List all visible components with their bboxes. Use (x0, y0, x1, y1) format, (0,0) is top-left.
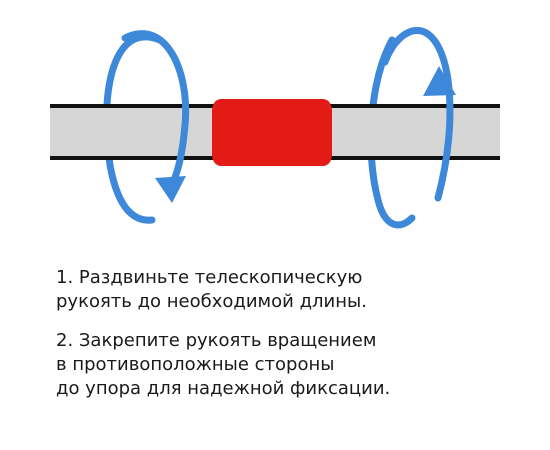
right-arrowhead-icon (423, 66, 456, 96)
instructions-text: 1. Раздвиньте телескопическую рукоять до… (56, 266, 526, 416)
step-2-line-2: в противоположные стороны (56, 354, 335, 375)
left-arrowhead-icon (155, 176, 186, 203)
telescopic-handle-illustration (50, 27, 500, 229)
right-rotation-arrow-icon (381, 27, 454, 202)
step-2-line-1: 2. Закрепите рукоять вращением (56, 330, 377, 351)
step-2-line-3: до упора для надежной фиксации. (56, 378, 391, 399)
left-rotation-arrow-icon (121, 30, 190, 192)
right-rotation-arrow-back (367, 36, 416, 229)
step-1-line-1: 1. Раздвиньте телескопическую (56, 267, 363, 288)
step-2: 2. Закрепите рукоять вращением в противо… (56, 329, 526, 401)
clamp-collar (212, 99, 332, 166)
step-1: 1. Раздвиньте телескопическую рукоять до… (56, 266, 526, 314)
step-1-line-2: рукоять до необходимой длины. (56, 291, 367, 312)
